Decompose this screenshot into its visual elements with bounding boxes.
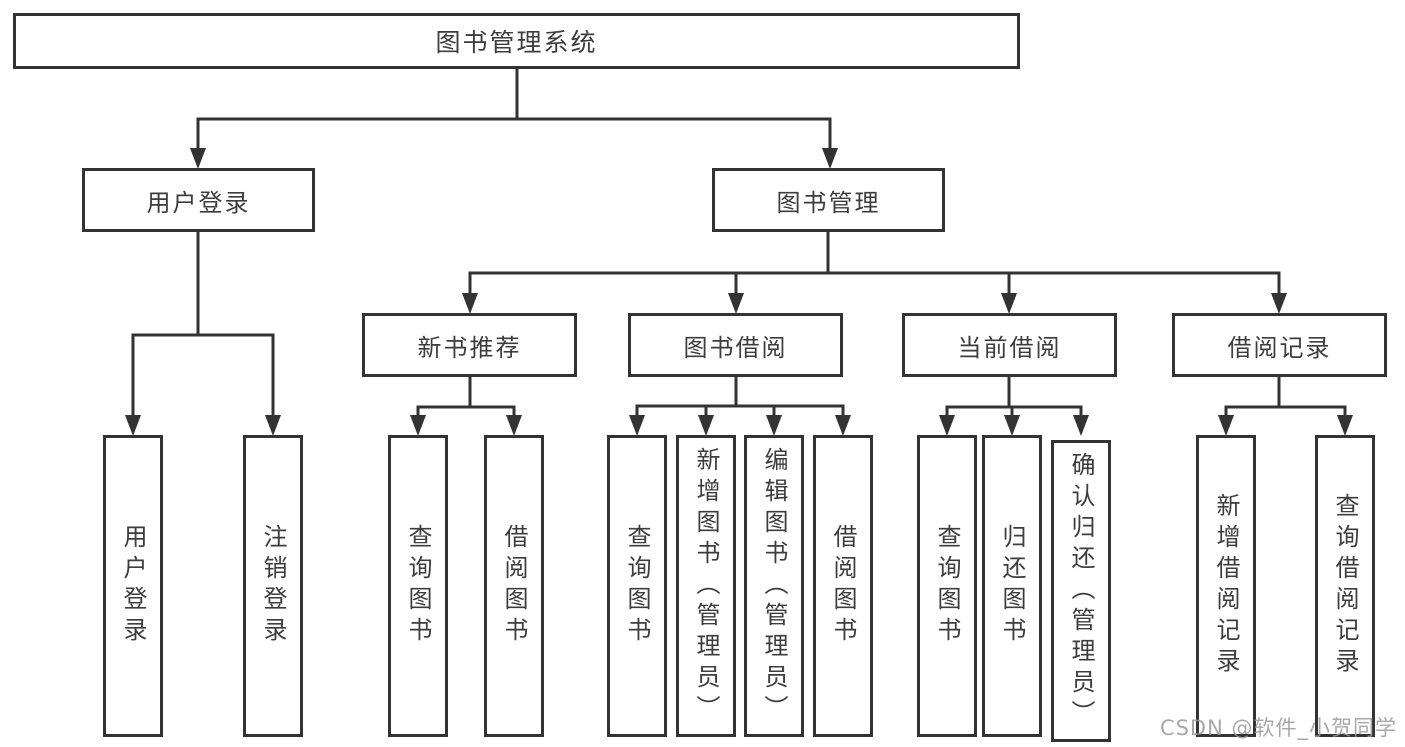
node-root: 图书管理系统 [13, 13, 1020, 69]
node-book-management-label: 图书管理 [776, 188, 881, 217]
connector-root-to-level2 [190, 67, 838, 169]
leaf-confirm-return-admin: 确认归还（管理员） [1051, 440, 1111, 742]
leaf-add-book-admin: 新增图书（管理员） [676, 435, 736, 737]
connector-user-login-to-leaves [125, 230, 281, 436]
leaf-query-books: 查询图书 [607, 435, 667, 737]
connector-book-management-to-level3 [462, 230, 1287, 314]
node-root-label: 图书管理系统 [435, 28, 598, 57]
leaf-query-books: 查询图书 [388, 435, 448, 737]
leaf-logout-login: 注销登录 [243, 435, 303, 737]
leaf-query-borrow-record: 查询借阅记录 [1315, 435, 1375, 737]
node-user-login-label: 用户登录 [146, 188, 251, 217]
node-book-borrowing-label: 图书借阅 [683, 333, 788, 362]
node-user-login: 用户登录 [82, 168, 315, 232]
leaf-borrow-books: 借阅图书 [813, 435, 873, 737]
leaf-return-books: 归还图书 [982, 435, 1042, 737]
node-borrowing-records: 借阅记录 [1172, 313, 1387, 377]
connector-book-borrowing-to-leaves [629, 375, 851, 436]
watermark-text: CSDN @软件_小贺同学 [1159, 716, 1397, 740]
connector-borrowing-records-to-leaves [1218, 375, 1353, 436]
connector-new-book-recommend-to-leaves [410, 375, 522, 436]
node-new-book-recommend-label: 新书推荐 [417, 333, 522, 362]
leaf-user-login: 用户登录 [103, 435, 163, 737]
node-current-borrowing: 当前借阅 [902, 313, 1117, 377]
node-current-borrowing-label: 当前借阅 [957, 333, 1062, 362]
leaf-edit-book-admin: 编辑图书（管理员） [744, 435, 804, 737]
leaf-borrow-books: 借阅图书 [484, 435, 544, 737]
node-borrowing-records-label: 借阅记录 [1227, 333, 1332, 362]
node-book-management: 图书管理 [712, 168, 945, 232]
leaf-add-borrow-record: 新增借阅记录 [1196, 435, 1256, 737]
node-new-book-recommend: 新书推荐 [362, 313, 577, 377]
connector-current-borrowing-to-leaves [939, 375, 1089, 436]
node-book-borrowing: 图书借阅 [628, 313, 843, 377]
leaf-query-books: 查询图书 [917, 435, 977, 737]
